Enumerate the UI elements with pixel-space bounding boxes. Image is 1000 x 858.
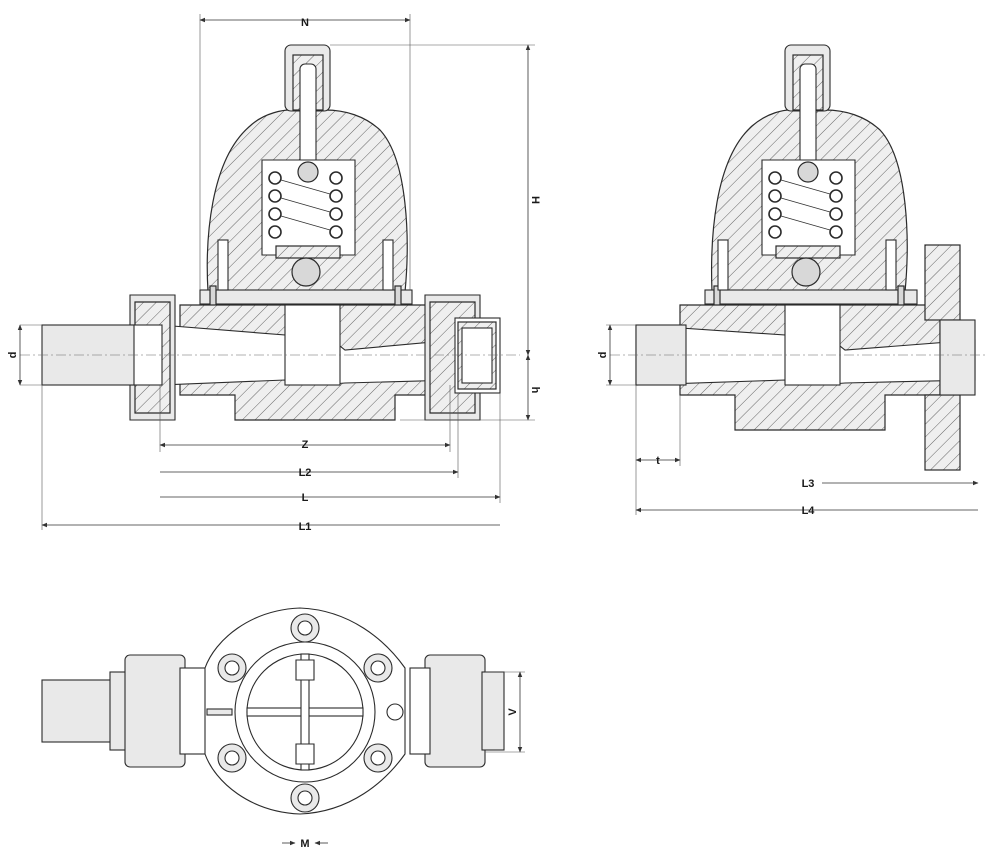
dim-label-h-upper: H bbox=[529, 196, 541, 204]
section-view-union bbox=[20, 44, 520, 421]
dim-label-l4: L4 bbox=[802, 505, 816, 517]
dimensions-right: d t L3 L4 bbox=[597, 324, 979, 517]
dim-label-l1: L1 bbox=[299, 521, 312, 533]
dim-label-m: M bbox=[300, 838, 309, 850]
dim-label-h-lower: h bbox=[529, 387, 541, 394]
dim-label-d-left: d bbox=[7, 352, 19, 359]
top-view bbox=[41, 607, 505, 815]
dim-label-l3: L3 bbox=[802, 478, 815, 490]
dimensions-left: N H h d Z L2 L L1 bbox=[7, 14, 541, 533]
dim-label-l2: L2 bbox=[299, 467, 312, 479]
dim-label-t: t bbox=[656, 455, 660, 467]
dim-label-z: Z bbox=[302, 439, 309, 451]
section-view-flanged bbox=[610, 44, 985, 471]
dimensions-top-view: V M bbox=[282, 671, 525, 850]
dim-label-d-right: d bbox=[597, 352, 609, 359]
dim-label-v: V bbox=[507, 708, 519, 716]
dim-label-l: L bbox=[302, 492, 309, 504]
dim-label-n: N bbox=[301, 17, 309, 29]
